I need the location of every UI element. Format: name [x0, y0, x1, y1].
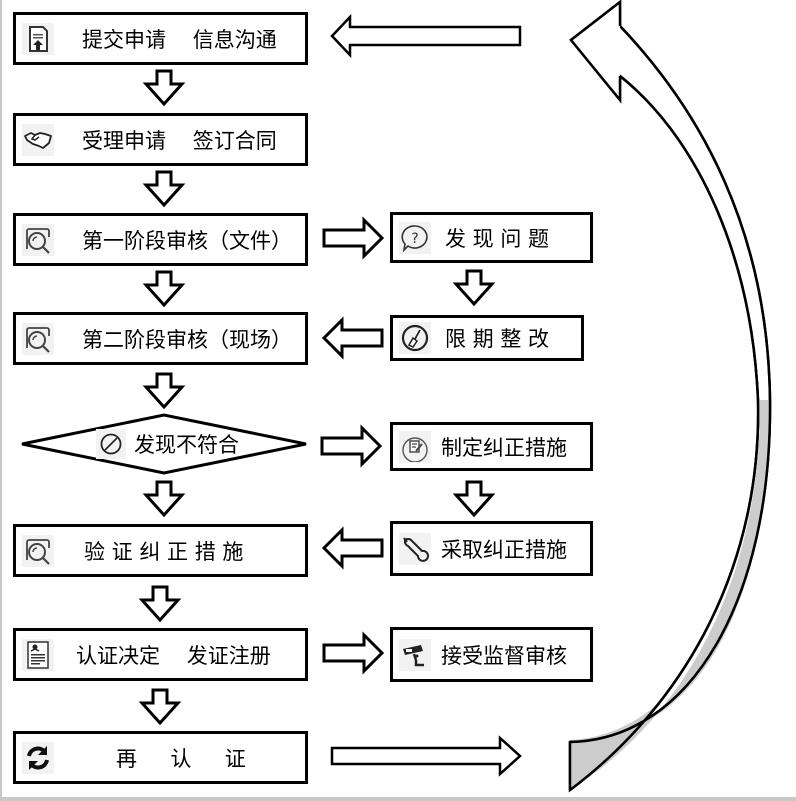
step-label: 第二阶段审核（现场）	[82, 327, 292, 352]
step-find-problem[interactable]: ? 发 现 问 题	[390, 212, 593, 263]
broom-icon	[399, 322, 431, 354]
prohibited-icon	[96, 429, 126, 459]
down-arrow-1	[142, 69, 186, 107]
curved-return-arrow-body	[568, 0, 772, 793]
step-accept-surveillance-audit[interactable]: 接受监督审核	[390, 627, 593, 682]
curved-return-arrow-outline-outer	[569, 25, 772, 744]
step-label: 认证决定 发证注册	[76, 643, 271, 668]
bottom-right-arrow	[330, 735, 522, 777]
left-arrow-from-corrective-action	[321, 526, 384, 570]
question-bubble-icon: ?	[399, 221, 431, 254]
decision-label: 发现不符合	[134, 433, 239, 457]
step-label: 受理申请 签订合同	[82, 128, 277, 153]
curved-return-arrow-head	[569, 0, 622, 104]
curved-return-arrow-outline-inner	[569, 75, 760, 791]
step-formulate-corrective-action[interactable]: 制定纠正措施	[390, 422, 593, 471]
step-label: 第一阶段审核（文件）	[82, 228, 292, 253]
step-label: 限 期 整 改	[445, 327, 550, 351]
step-label: 制定纠正措施	[441, 435, 567, 460]
decision-nonconformity[interactable]: 发现不符合	[96, 429, 239, 459]
down-arrow-5	[142, 480, 186, 518]
step-label: 接受监督审核	[441, 643, 567, 668]
left-arrow-from-rectify	[321, 316, 384, 360]
svg-text:?: ?	[411, 231, 418, 247]
right-arrow-to-find-problem	[322, 216, 385, 260]
top-left-arrow	[330, 13, 522, 59]
down-arrow-7	[138, 688, 182, 726]
step-label: 提交申请 信息沟通	[82, 27, 277, 52]
edit-document-icon	[399, 430, 431, 463]
step-label: 再 认 证	[116, 746, 246, 771]
frame-bottom-border	[0, 797, 796, 801]
magnifier-icon	[22, 223, 54, 256]
step-certification-decision[interactable]: 认证决定 发证注册	[13, 628, 308, 681]
decision-diamond	[21, 413, 307, 475]
step-label: 验 证 纠 正 措 施	[84, 539, 244, 564]
handshake-icon	[22, 123, 54, 156]
step-stage-one-audit[interactable]: 第一阶段审核（文件）	[13, 213, 308, 266]
curved-return-arrow	[568, 0, 772, 793]
right-arrow-to-corrective-plan	[320, 424, 383, 468]
surveillance-camera-icon	[399, 638, 431, 671]
step-label: 发 现 问 题	[445, 226, 550, 251]
down-arrow-2	[142, 170, 186, 208]
step-take-corrective-action[interactable]: 采取纠正措施	[390, 521, 593, 576]
certificate-icon	[22, 638, 54, 671]
step-label: 采取纠正措施	[441, 537, 567, 562]
down-arrow-4	[142, 372, 186, 410]
right-arrow-to-surveillance	[322, 631, 385, 675]
step-submit-application[interactable]: 提交申请 信息沟通	[13, 12, 308, 65]
document-upload-icon	[22, 22, 54, 55]
magnifier-icon	[22, 322, 54, 355]
magnifier-icon	[22, 534, 54, 567]
curved-return-arrow-shade	[570, 400, 770, 790]
wrench-icon	[399, 532, 431, 565]
side-down-arrow-1	[452, 269, 496, 307]
step-recertification[interactable]: 再 认 证	[13, 731, 308, 784]
down-arrow-3	[142, 270, 186, 308]
refresh-icon	[22, 741, 54, 774]
step-verify-corrective-action[interactable]: 验 证 纠 正 措 施	[13, 524, 308, 577]
frame-left-border	[0, 0, 2, 801]
side-down-arrow-2	[452, 480, 496, 518]
step-stage-two-audit[interactable]: 第二阶段审核（现场）	[13, 312, 308, 365]
step-rectify-in-time[interactable]: 限 期 整 改	[390, 315, 584, 361]
step-accept-application[interactable]: 受理申请 签订合同	[13, 113, 308, 166]
down-arrow-6	[138, 585, 182, 623]
